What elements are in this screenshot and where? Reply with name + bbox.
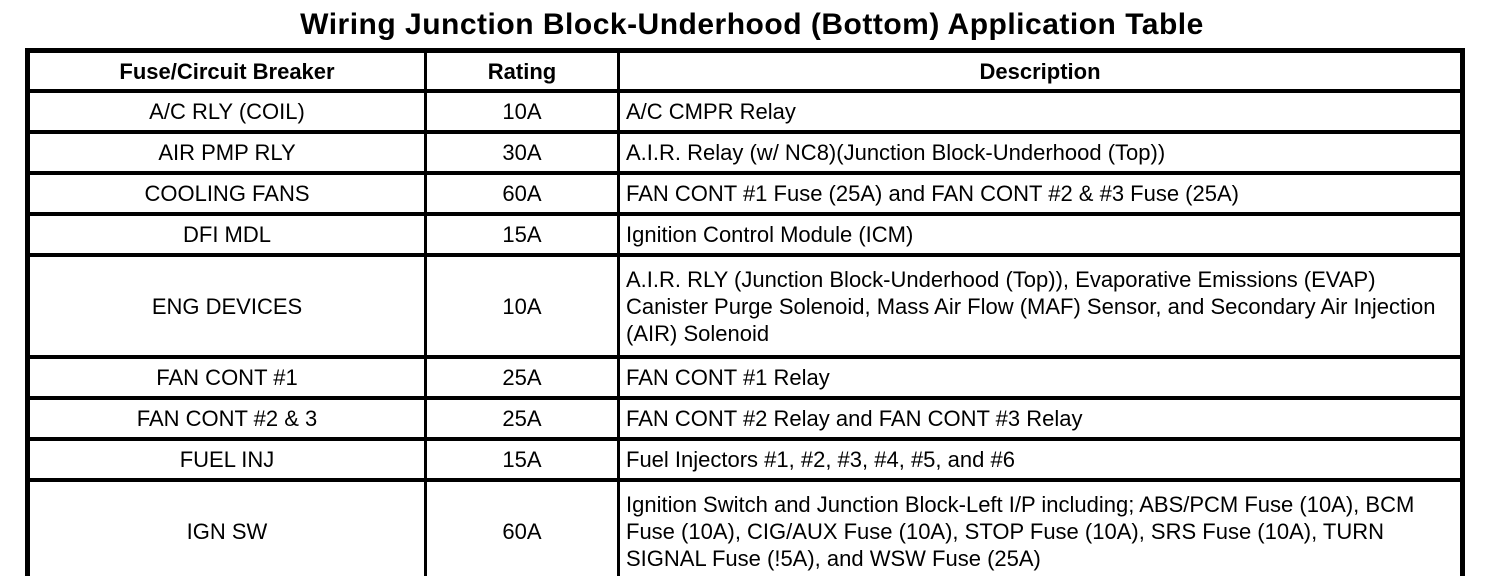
column-header-description: Description — [617, 48, 1464, 93]
table-row: FUEL INJ 15A Fuel Injectors #1, #2, #3, … — [26, 437, 1464, 482]
description-cell: A.I.R. RLY (Junction Block-Underhood (To… — [617, 253, 1464, 359]
fuse-name-cell: DFI MDL — [26, 212, 427, 257]
application-table: Fuse/Circuit Breaker Rating Description … — [25, 48, 1465, 576]
rating-cell: 25A — [424, 355, 620, 400]
rating-cell: 10A — [424, 253, 620, 359]
table-row: FAN CONT #2 & 3 25A FAN CONT #2 Relay an… — [26, 396, 1464, 441]
table-row: ENG DEVICES 10A A.I.R. RLY (Junction Blo… — [26, 253, 1464, 359]
description-cell: FAN CONT #2 Relay and FAN CONT #3 Relay — [617, 396, 1464, 441]
fuse-name-cell: AIR PMP RLY — [26, 130, 427, 175]
description-cell: FAN CONT #1 Relay — [617, 355, 1464, 400]
fuse-name-cell: FUEL INJ — [26, 437, 427, 482]
table-header-row: Fuse/Circuit Breaker Rating Description — [26, 48, 1464, 93]
table-row: A/C RLY (COIL) 10A A/C CMPR Relay — [26, 89, 1464, 134]
table-row: COOLING FANS 60A FAN CONT #1 Fuse (25A) … — [26, 171, 1464, 216]
fuse-name-cell: A/C RLY (COIL) — [26, 89, 427, 134]
description-cell: A.I.R. Relay (w/ NC8)(Junction Block-Und… — [617, 130, 1464, 175]
fuse-name-cell: IGN SW — [26, 478, 427, 576]
fuse-name-cell: FAN CONT #2 & 3 — [26, 396, 427, 441]
table-row: AIR PMP RLY 30A A.I.R. Relay (w/ NC8)(Ju… — [26, 130, 1464, 175]
rating-cell: 30A — [424, 130, 620, 175]
page-title: Wiring Junction Block-Underhood (Bottom)… — [300, 8, 1204, 41]
rating-cell: 15A — [424, 212, 620, 257]
column-header-fuse-circuit-breaker: Fuse/Circuit Breaker — [26, 48, 427, 93]
column-header-rating: Rating — [424, 48, 620, 93]
rating-cell: 15A — [424, 437, 620, 482]
description-cell: Fuel Injectors #1, #2, #3, #4, #5, and #… — [617, 437, 1464, 482]
table-row: DFI MDL 15A Ignition Control Module (ICM… — [26, 212, 1464, 257]
rating-cell: 25A — [424, 396, 620, 441]
table-row: IGN SW 60A Ignition Switch and Junction … — [26, 478, 1464, 576]
table-row: FAN CONT #1 25A FAN CONT #1 Relay — [26, 355, 1464, 400]
description-cell: Ignition Switch and Junction Block-Left … — [617, 478, 1464, 576]
fuse-name-cell: FAN CONT #1 — [26, 355, 427, 400]
fuse-name-cell: ENG DEVICES — [26, 253, 427, 359]
description-cell: A/C CMPR Relay — [617, 89, 1464, 134]
fuse-name-cell: COOLING FANS — [26, 171, 427, 216]
rating-cell: 60A — [424, 478, 620, 576]
rating-cell: 10A — [424, 89, 620, 134]
rating-cell: 60A — [424, 171, 620, 216]
description-cell: Ignition Control Module (ICM) — [617, 212, 1464, 257]
description-cell: FAN CONT #1 Fuse (25A) and FAN CONT #2 &… — [617, 171, 1464, 216]
